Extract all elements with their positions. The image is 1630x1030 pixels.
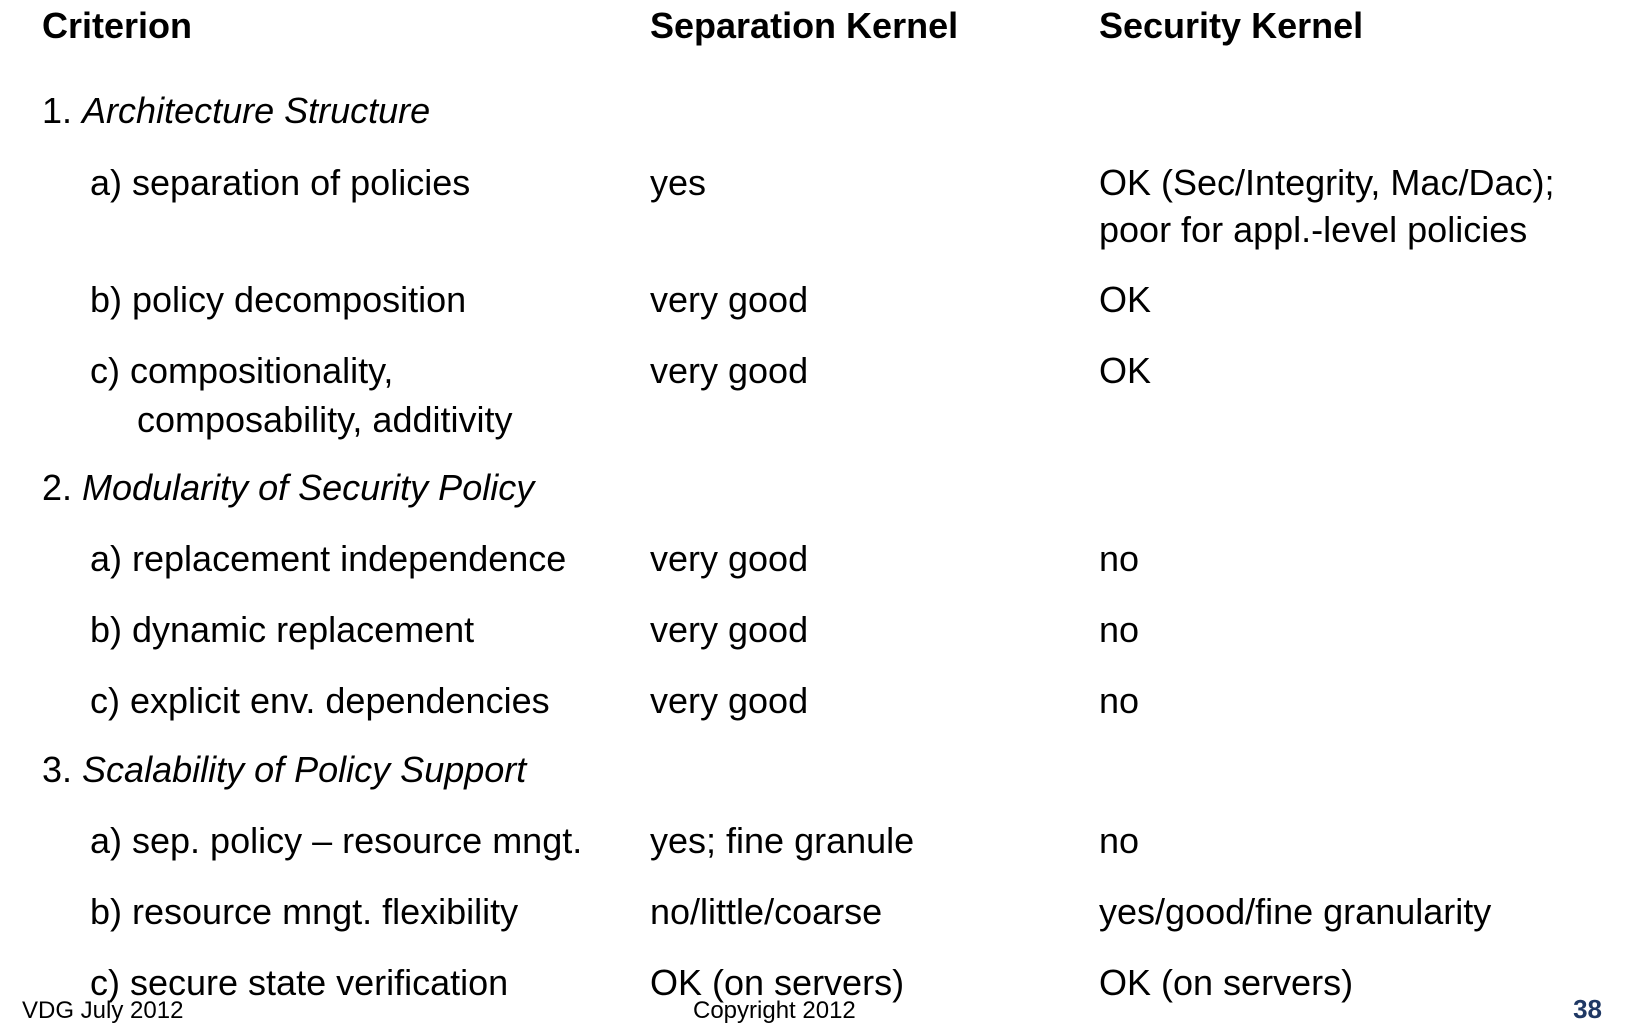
separation-kernel-cell: very good — [650, 350, 809, 391]
criterion-cell: b) resource mngt. flexibility — [90, 891, 519, 932]
security-kernel-cell: no — [1099, 538, 1140, 579]
section-name: Modularity of Security Policy — [82, 467, 535, 508]
separation-kernel-cell: very good — [650, 680, 809, 721]
section-name: Architecture Structure — [82, 90, 431, 131]
header-separation-kernel: Separation Kernel — [650, 5, 959, 46]
separation-kernel-cell: very good — [650, 538, 809, 579]
section-heading: 2. Modularity of Security Policy — [0, 463, 1630, 513]
security-kernel-cell: no — [1099, 680, 1140, 721]
table-row: b) policy decomposition very good OK — [0, 276, 1630, 326]
criterion-cell: a) sep. policy – resource mngt. — [90, 820, 583, 861]
criterion-cell: c) secure state verification — [90, 962, 509, 1003]
table-row: a) separation of policies yes OK (Sec/In… — [0, 159, 1630, 255]
criterion-cell: c) compositionality, — [90, 350, 394, 391]
page-number: 38 — [1573, 994, 1602, 1024]
section-title: 2. Modularity of Security Policy — [42, 463, 534, 513]
footer-author-date: VDG July 2012 — [22, 997, 184, 1024]
table-row: c) explicit env. dependencies very good … — [0, 677, 1630, 727]
section-title: 3. Scalability of Policy Support — [42, 745, 526, 795]
table-row: a) replacement independence very good no — [0, 535, 1630, 585]
section-name: Scalability of Policy Support — [82, 749, 527, 790]
separation-kernel-cell: very good — [650, 609, 809, 650]
criterion-cell: b) policy decomposition — [90, 279, 467, 320]
security-kernel-cell: OK (Sec/Integrity, Mac/Dac); — [1099, 162, 1555, 203]
criterion-cell-line2: composability, additivity — [137, 399, 513, 440]
security-kernel-cell-line2: poor for appl.-level policies — [1099, 209, 1528, 250]
table-row: c) compositionality, composability, addi… — [0, 347, 1630, 443]
security-kernel-cell: OK — [1099, 279, 1152, 320]
section-title: 1. Architecture Structure — [42, 86, 430, 136]
separation-kernel-cell: yes — [650, 162, 707, 203]
section-number: 2. — [42, 467, 73, 508]
criterion-cell: b) dynamic replacement — [90, 609, 475, 650]
separation-kernel-cell: yes; fine granule — [650, 820, 915, 861]
criterion-cell: a) replacement independence — [90, 538, 567, 579]
section-heading: 3. Scalability of Policy Support — [0, 745, 1630, 795]
security-kernel-cell: OK (on servers) — [1099, 962, 1354, 1003]
criterion-cell: a) separation of policies — [90, 162, 471, 203]
section-number: 3. — [42, 749, 73, 790]
footer-copyright: Copyright 2012 — [693, 997, 856, 1024]
security-kernel-cell: no — [1099, 609, 1140, 650]
separation-kernel-cell: no/little/coarse — [650, 891, 883, 932]
table-row: c) secure state verification OK (on serv… — [0, 959, 1630, 1009]
separation-kernel-cell: OK (on servers) — [650, 962, 905, 1003]
security-kernel-cell: yes/good/fine granularity — [1099, 891, 1492, 932]
table-row: b) dynamic replacement very good no — [0, 606, 1630, 656]
header-security-kernel: Security Kernel — [1099, 5, 1364, 46]
table-row: b) resource mngt. flexibility no/little/… — [0, 888, 1630, 938]
section-number: 1. — [42, 90, 73, 131]
security-kernel-cell: no — [1099, 820, 1140, 861]
table-row: a) sep. policy – resource mngt. yes; fin… — [0, 817, 1630, 867]
separation-kernel-cell: very good — [650, 279, 809, 320]
section-heading: 1. Architecture Structure — [0, 86, 1630, 136]
criterion-cell: c) explicit env. dependencies — [90, 680, 550, 721]
table-header: Criterion Separation Kernel Security Ker… — [0, 1, 1630, 51]
header-criterion: Criterion — [42, 5, 193, 46]
security-kernel-cell: OK — [1099, 350, 1152, 391]
